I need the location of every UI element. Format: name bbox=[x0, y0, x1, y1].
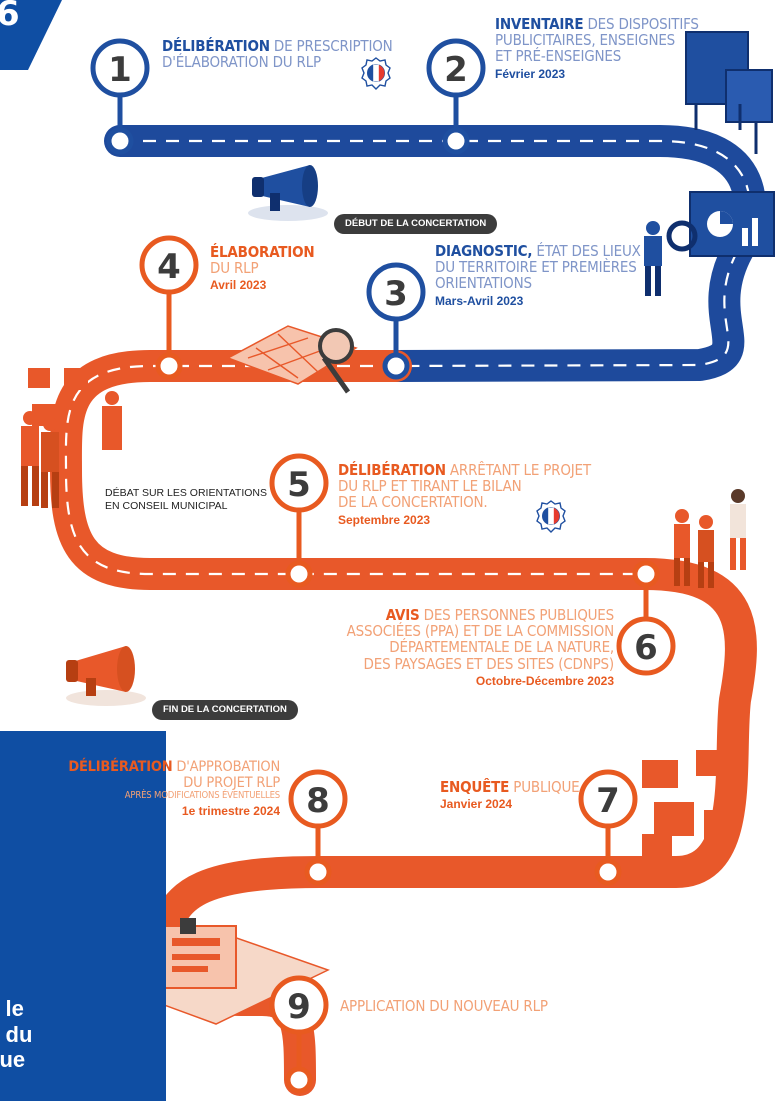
billboard-icon bbox=[685, 31, 773, 154]
step-5-pin bbox=[285, 560, 313, 588]
step-9-circle: 9 bbox=[269, 975, 329, 1035]
step-1-circle: 1 bbox=[90, 38, 150, 98]
step-5-number: 5 bbox=[287, 465, 311, 505]
step-9-label: APPLICATION DU NOUVEAU RLP bbox=[340, 997, 548, 1015]
step-5-circle: 5 bbox=[269, 453, 329, 513]
step-6-number: 6 bbox=[634, 628, 658, 668]
fin-concertation-tag: FIN DE LA CONCERTATION bbox=[152, 700, 298, 720]
step-pins bbox=[106, 68, 660, 1094]
person-blue-icon bbox=[644, 221, 662, 296]
step-8-number: 8 bbox=[306, 781, 330, 821]
info-panel bbox=[0, 731, 166, 1101]
step-3-pin bbox=[382, 352, 410, 380]
corner-badge bbox=[0, 0, 62, 70]
debut-concertation-tag: DÉBUT DE LA CONCERTATION bbox=[334, 214, 498, 234]
step-4-pin bbox=[155, 352, 183, 380]
speech-bubbles-left-icon bbox=[28, 368, 88, 426]
people-group-icon bbox=[674, 489, 746, 588]
step-4-circle: 4 bbox=[139, 235, 199, 295]
step-3-label: DIAGNOSTIC, ÉTAT DES LIEUX DU TERRITOIRE… bbox=[435, 242, 641, 308]
step-1-label: DÉLIBÉRATION DE PRESCRIPTION D'ÉLABORATI… bbox=[162, 37, 393, 72]
council-debate-note: DÉBAT SUR LES ORIENTATIONS EN CONSEIL MU… bbox=[105, 487, 268, 513]
speech-bubbles-right-icon bbox=[642, 750, 734, 858]
step-5-label: DÉLIBÉRATION ARRÊTANT LE PROJET DU RLP E… bbox=[338, 461, 591, 527]
step-8-pin bbox=[304, 858, 332, 886]
step-7-circle: 7 bbox=[578, 769, 638, 829]
step-1-pin bbox=[106, 127, 134, 155]
council-people-icon bbox=[21, 391, 122, 508]
step-6-label: AVIS DES PERSONNES PUBLIQUES ASSOCIÉES (… bbox=[346, 606, 615, 688]
analysis-screen-icon bbox=[666, 191, 775, 257]
corner-number: 6 bbox=[0, 0, 20, 34]
step-7-number: 7 bbox=[596, 781, 620, 821]
step-6-pin bbox=[632, 560, 660, 588]
step-2-pin bbox=[442, 127, 470, 155]
step-1-number: 1 bbox=[108, 50, 132, 90]
step-9-number: 9 bbox=[287, 987, 311, 1027]
step-2-number: 2 bbox=[444, 50, 468, 90]
step-4-number: 4 bbox=[157, 247, 181, 287]
step-9-pin bbox=[285, 1066, 313, 1094]
step-6-circle: 6 bbox=[616, 616, 676, 676]
step-2-circle: 2 bbox=[426, 38, 486, 98]
step-3-circle: 3 bbox=[366, 262, 426, 322]
step-8-circle: 8 bbox=[288, 769, 348, 829]
step-4-label: ÉLABORATION DU RLP Avril 2023 bbox=[210, 243, 315, 293]
step-7-label: ENQUÊTE PUBLIQUE Janvier 2024 bbox=[440, 778, 580, 812]
step-7-pin bbox=[594, 858, 622, 886]
step-8-label: DÉLIBÉRATION D'APPROBATION DU PROJET RLP… bbox=[68, 759, 280, 818]
map-magnifier-icon bbox=[226, 325, 358, 394]
megaphone-orange-icon bbox=[66, 646, 146, 706]
megaphone-icon bbox=[248, 165, 328, 221]
step-2-label: INVENTAIRE DES DISPOSITIFS PUBLICITAIRES… bbox=[495, 15, 699, 81]
step-3-number: 3 bbox=[384, 274, 408, 314]
info-panel-text: n le n du que bbox=[0, 996, 33, 1073]
